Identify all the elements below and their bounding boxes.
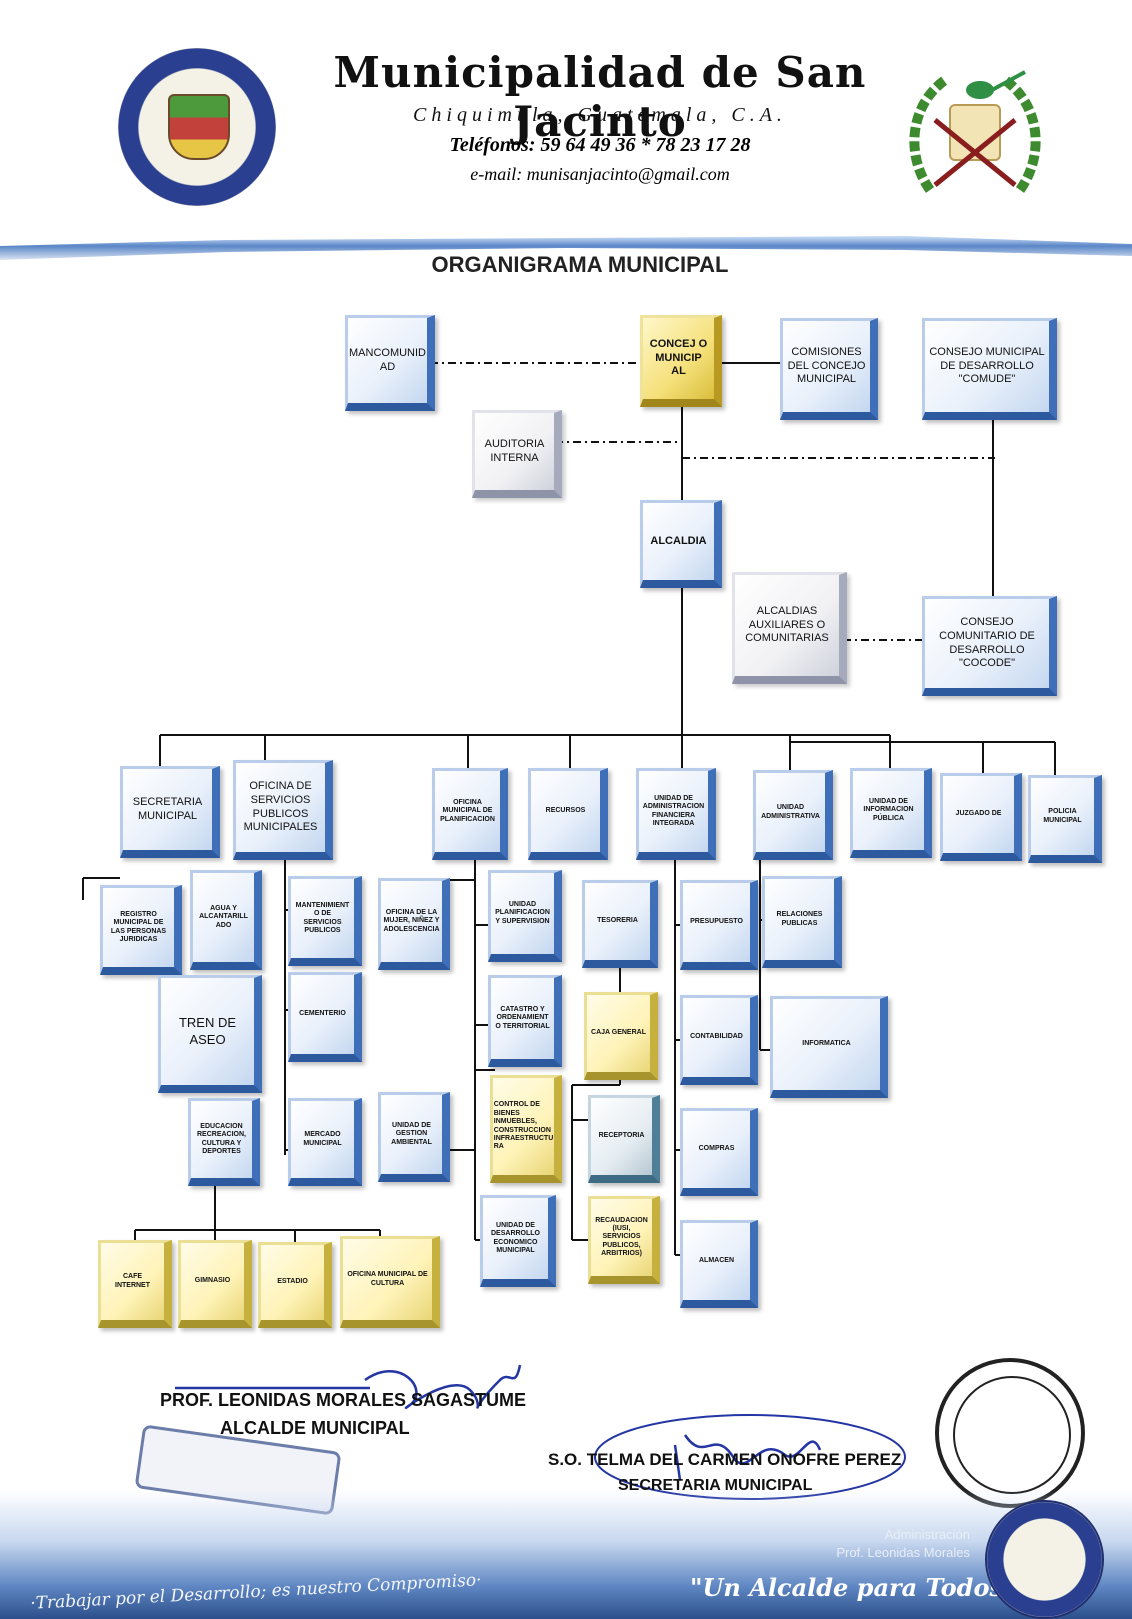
auditoria-interna-box: AUDITORIA INTERNA — [472, 410, 562, 498]
compras-box: COMPRAS — [680, 1108, 758, 1196]
policia-municipal-box: POLICIA MUNICIPAL — [1028, 775, 1102, 863]
receptoria-box: RECEPTORIA — [588, 1095, 660, 1183]
presupuesto-box: PRESUPUESTO — [680, 880, 758, 970]
recursos-box: RECURSOS — [528, 768, 608, 860]
planificacion-box: OFICINA MUNICIPAL DE PLANIFICACION — [432, 768, 508, 860]
admin-line-1: Administración — [884, 1527, 970, 1542]
footer-administration: Administración Prof. Leonidas Morales — [800, 1526, 970, 1561]
registro-personas-juridicas-box: REGISTRO MUNICIPAL DE LAS PERSONAS JURID… — [100, 885, 182, 975]
juzgado-box: JUZGADO DE — [940, 773, 1022, 861]
secretaria-name: S.O. TELMA DEL CARMEN ONOFRE PEREZ — [548, 1450, 902, 1469]
gimnasio-box: GIMNASIO — [178, 1240, 252, 1328]
footer-slogan: "Un Alcalde para Todos" — [690, 1573, 1016, 1602]
alcalde-role: ALCALDE MUNICIPAL — [220, 1418, 410, 1438]
agua-alcantarillado-box: AGUA Y ALCANTARILL ADO — [190, 870, 262, 970]
mantenimiento-servicios-box: MANTENIMIENT O DE SERVICIOS PUBLICOS — [288, 876, 362, 966]
mercado-municipal-box: MERCADO MUNICIPAL — [288, 1098, 362, 1186]
municipal-seal-bottom — [985, 1500, 1104, 1619]
gestion-ambiental-box: UNIDAD DE GESTION AMBIENTAL — [378, 1092, 450, 1182]
catastro-box: CATASTRO Y ORDENAMIENT O TERRITORIAL — [488, 975, 562, 1067]
comude-box: CONSEJO MUNICIPAL DE DESARROLLO "COMUDE" — [922, 318, 1057, 420]
alcalde-name: PROF. LEONIDAS MORALES SAGASTUME — [160, 1390, 527, 1410]
secretaria-role: SECRETARIA MUNICIPAL — [618, 1477, 813, 1494]
municipality-title: Municipalidad de San Jacinto — [333, 48, 867, 146]
informacion-publica-box: UNIDAD DE INFORMACION PÚBLICA — [850, 768, 932, 858]
tesoreria-box: TESORERIA — [582, 880, 658, 968]
secretaria-municipal-seal — [935, 1358, 1085, 1508]
educacion-cultura-deportes-box: EDUCACION RECREACION, CULTURA Y DEPORTES — [188, 1098, 260, 1186]
comisiones-concejo-box: COMISIONES DEL CONCEJO MUNICIPAL — [780, 318, 878, 420]
secretaria-municipal-box: SECRETARIA MUNICIPAL — [120, 766, 220, 858]
oficina-cultura-box: OFICINA MUNICIPAL DE CULTURA — [340, 1236, 440, 1328]
almacen-box: ALMACEN — [680, 1220, 758, 1308]
cementerio-box: CEMENTERIO — [288, 972, 362, 1062]
desarrollo-economico-box: UNIDAD DE DESARROLLO ECONOMICO MUNICIPAL — [480, 1195, 556, 1287]
guatemala-coat-of-arms-icon — [909, 70, 1041, 193]
footer-band — [0, 1490, 1132, 1619]
alcaldia-box: ALCALDIA — [640, 500, 722, 588]
tren-aseo-box: TREN DE ASEO — [158, 975, 262, 1093]
concejo-municipal-box: CONCEJ O MUNICIP AL — [640, 315, 722, 407]
org-chart-title: ORGANIGRAMA MUNICIPAL — [431, 252, 729, 277]
recaudacion-box: RECAUDACION (IUSI, SERVICIOS PUBLICOS, A… — [588, 1196, 660, 1284]
servicios-publicos-box: OFICINA DE SERVICIOS PUBLICOS MUNICIPALE… — [233, 760, 333, 860]
location-subtitle: Chiquimula, Guatemala, C.A. — [413, 104, 787, 126]
admin-line-2: Prof. Leonidas Morales — [836, 1544, 970, 1560]
relaciones-publicas-box: RELACIONES PUBLICAS — [762, 876, 842, 968]
alcalde-signature — [175, 1364, 522, 1409]
phone-numbers: Teléfonos: 59 64 49 36 * 78 23 17 28 — [449, 134, 751, 156]
municipal-seal-left — [118, 48, 276, 206]
email-address: e-mail: munisanjacinto@gmail.com — [470, 164, 730, 184]
oficina-mujer-box: OFICINA DE LA MUJER, NIÑEZ Y ADOLESCENCI… — [378, 878, 450, 970]
informatica-box: INFORMATICA — [770, 996, 888, 1098]
control-bienes-box: CONTROL DE BIENES INMUEBLES, CONSTRUCCIO… — [490, 1075, 562, 1183]
afim-box: UNIDAD DE ADMINISTRACION FINANCIERA INTE… — [636, 768, 716, 860]
alcaldias-auxiliares-box: ALCALDIAS AUXILIARES O COMUNITARIAS — [732, 572, 847, 684]
caja-general-box: CAJA GENERAL — [584, 992, 658, 1080]
mancomunidad-box: MANCOMUNID AD — [345, 315, 435, 411]
unidad-administrativa-box: UNIDAD ADMINISTRATIVA — [753, 770, 833, 860]
cocode-box: CONSEJO COMUNITARIO DE DESARROLLO "COCOD… — [922, 596, 1057, 696]
estadio-box: ESTADIO — [258, 1242, 332, 1328]
cafe-internet-box: CAFE INTERNET — [98, 1240, 172, 1328]
contabilidad-box: CONTABILIDAD — [680, 995, 758, 1085]
planificacion-supervision-box: UNIDAD PLANIFICACION Y SUPERVISION — [488, 870, 562, 962]
